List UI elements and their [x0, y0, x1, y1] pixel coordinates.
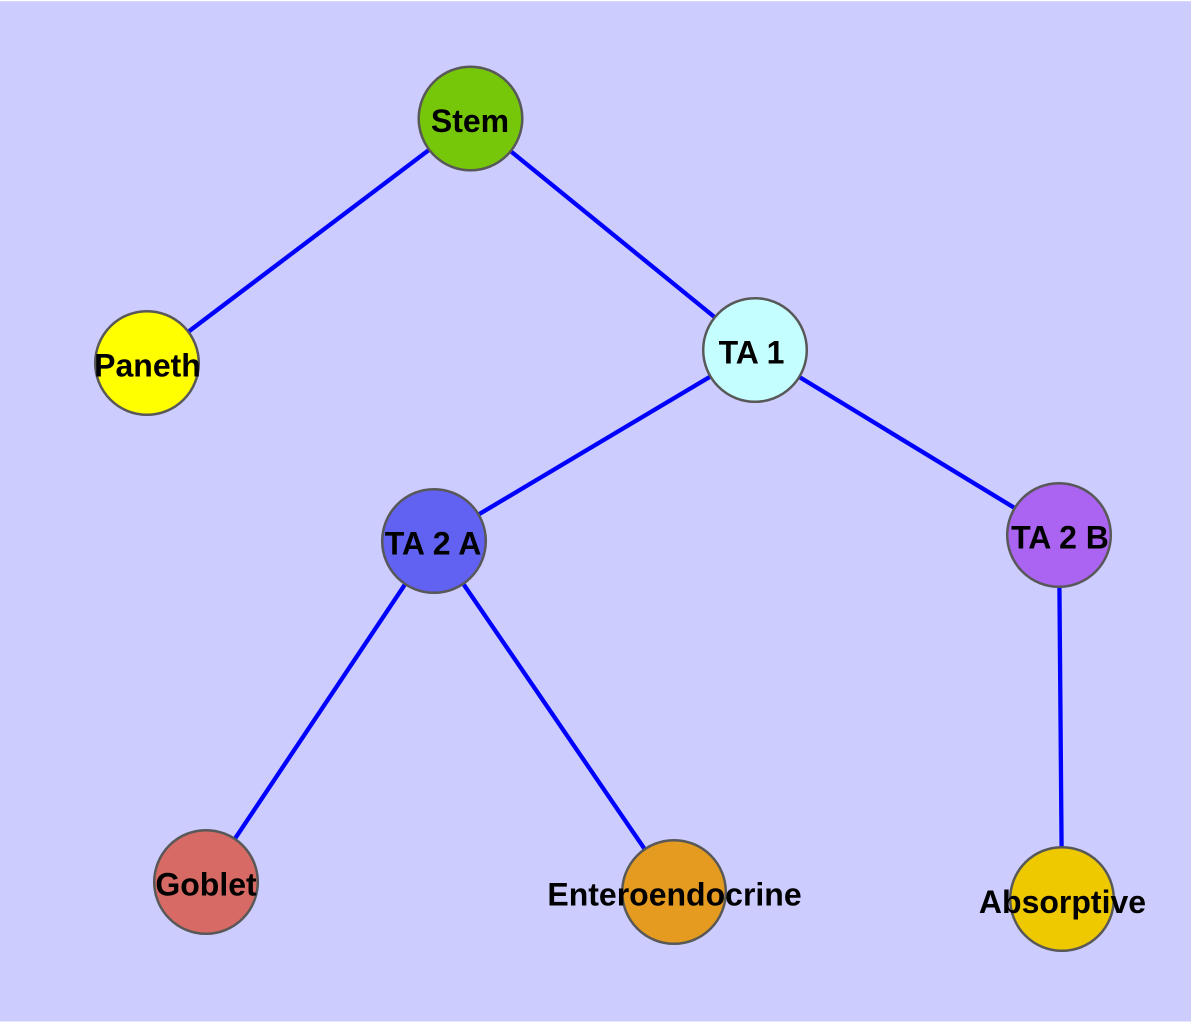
svg-text:Goblet: Goblet	[155, 867, 257, 903]
svg-text:TA 2 B: TA 2 B	[1011, 520, 1109, 556]
svg-text:TA 1: TA 1	[719, 335, 785, 371]
svg-text:Paneth: Paneth	[94, 348, 201, 384]
svg-text:Absorptive: Absorptive	[979, 884, 1146, 920]
svg-text:Enteroendocrine: Enteroendocrine	[547, 877, 801, 913]
svg-text:Stem: Stem	[431, 103, 509, 139]
svg-text:TA 2 A: TA 2 A	[385, 526, 482, 562]
